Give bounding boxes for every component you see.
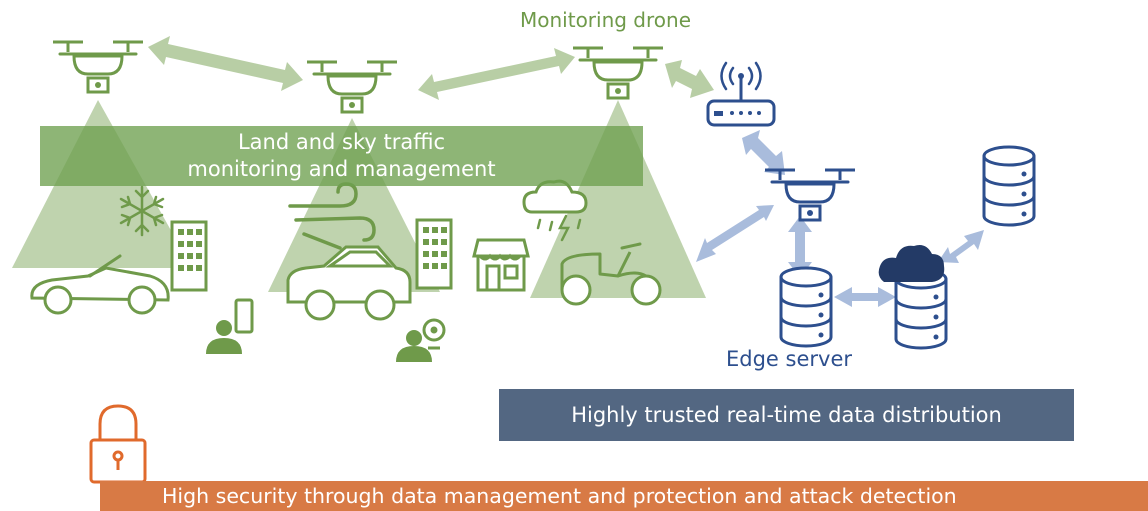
user-phone-icon	[206, 298, 254, 354]
sensor-cone	[530, 100, 706, 298]
database-icon	[982, 145, 1036, 227]
user-camera-icon	[396, 318, 446, 362]
link-arrow	[742, 130, 785, 175]
link-arrow	[834, 287, 896, 307]
link-arrow	[696, 205, 774, 262]
link-arrow	[418, 48, 575, 100]
building-icon	[415, 218, 453, 290]
sensor-cone	[268, 118, 440, 292]
link-arrow	[148, 36, 303, 91]
cloud-icon	[878, 245, 945, 282]
shop-icon	[472, 238, 530, 292]
edge-server-label: Edge server	[726, 347, 852, 371]
router-icon	[706, 61, 776, 127]
scooter-icon	[560, 242, 662, 306]
trusted-distribution-text: Highly trusted real-time data distributi…	[571, 403, 1002, 427]
convertible-icon	[30, 254, 170, 315]
snowflake-icon	[119, 185, 165, 237]
building-icon	[170, 220, 208, 292]
padlock-icon	[89, 404, 147, 484]
database-icon	[779, 266, 833, 348]
link-arrow	[938, 230, 984, 263]
traffic-banner-line-2: monitoring and management	[187, 157, 496, 181]
car-icon	[286, 245, 412, 321]
traffic-monitoring-banner: Land and sky traffic monitoring and mana…	[40, 126, 643, 186]
drone-icon	[571, 46, 665, 100]
monitoring-drone-label: Monitoring drone	[520, 8, 692, 32]
link-arrow	[665, 60, 714, 98]
security-banner: High security through data management an…	[100, 481, 1148, 511]
drone-icon	[51, 40, 145, 94]
drone-icon	[305, 60, 399, 114]
edge-drone-icon	[765, 168, 855, 222]
trusted-distribution-banner: Highly trusted real-time data distributi…	[499, 389, 1074, 441]
security-text: High security through data management an…	[162, 484, 957, 508]
link-arrow	[788, 216, 812, 278]
traffic-banner-line-1: Land and sky traffic	[237, 130, 446, 154]
